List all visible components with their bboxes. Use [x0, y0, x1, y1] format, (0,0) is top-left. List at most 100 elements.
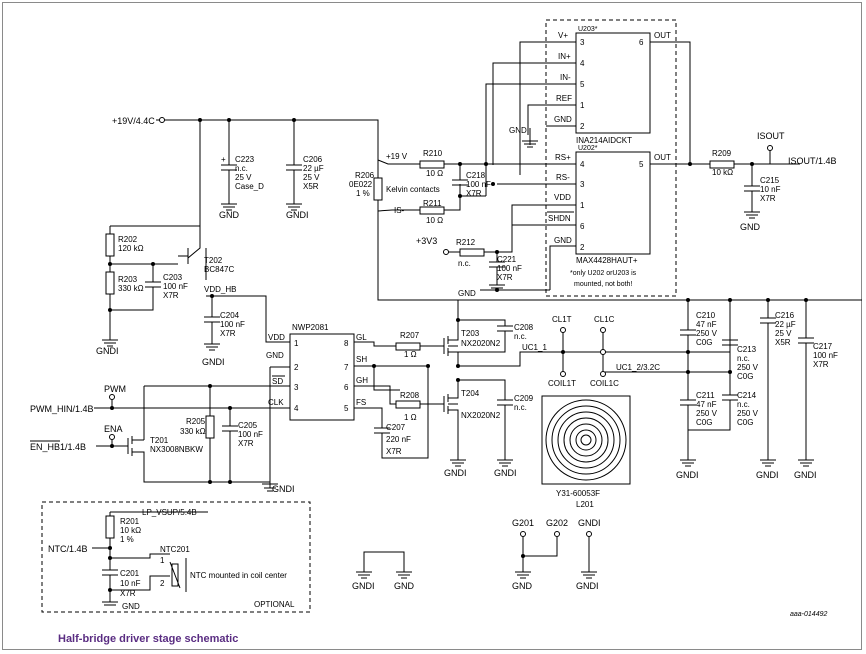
- c206-value: 22 µF: [303, 164, 324, 173]
- coil-ref: L201: [576, 500, 594, 509]
- t203-part: NX2020N2: [461, 339, 501, 348]
- switch-node: UC1_1 CL1T COIL1T CL1C COIL1C UC1_2/3.2C: [458, 315, 690, 388]
- c223-ref: C223: [235, 155, 255, 164]
- isout-net-label: ISOUT/1.4B: [788, 156, 837, 166]
- c215-gnd-label: GND: [740, 222, 761, 232]
- u202-num-2: 2: [580, 243, 585, 252]
- ntc-note: NTC mounted in coil center: [190, 571, 287, 580]
- r205-ref: R205: [186, 417, 206, 426]
- ntc201-pin1: 1: [160, 556, 165, 565]
- u202-num-6: 6: [580, 222, 585, 231]
- c201-dielectric: X7R: [120, 589, 136, 598]
- c214-dielectric: C0G: [737, 418, 753, 427]
- g201-label: G201: [512, 518, 534, 528]
- r208-ref: R208: [400, 391, 420, 400]
- u203-gnd-symbol: [522, 140, 538, 148]
- c223-gnd-label: GND: [219, 210, 240, 220]
- drv-pin-vdd: VDD: [268, 333, 285, 342]
- c201-ref: C201: [120, 569, 140, 578]
- u202-pin-out: OUT: [654, 153, 671, 162]
- coil1t-label: COIL1T: [548, 379, 576, 388]
- u202-note-line2: mounted, not both!: [574, 281, 632, 288]
- r211-ref: R211: [423, 199, 442, 208]
- v19-rail: +19V/4.4C + C223 n.c. 25 V Case_D GND C2…: [112, 116, 379, 232]
- r209-ref: R209: [712, 149, 732, 158]
- t201-ref: T201: [150, 436, 169, 445]
- u202-pin-rsplus: RS+: [555, 153, 571, 162]
- c203-value: 100 nF: [163, 282, 188, 291]
- t202-part: BC847C: [204, 265, 234, 274]
- link-gndi-left: GNDI: [352, 581, 375, 591]
- c221-ref: C221: [497, 255, 517, 264]
- t203-ref: T203: [461, 329, 480, 338]
- current-sense-wiring: [485, 41, 710, 290]
- c206-ref: C206: [303, 155, 323, 164]
- u203-num-1: 1: [580, 101, 585, 110]
- rs-filter: R210 10 Ω R211 10 Ω C218 100 nF X7R: [419, 149, 536, 225]
- c223-case: Case_D: [235, 182, 264, 191]
- c209-value: n.c.: [514, 403, 527, 412]
- u202-num-4: 4: [580, 160, 585, 169]
- drv-num-6: 6: [344, 383, 349, 392]
- drv-num-3: 3: [294, 383, 299, 392]
- r202-ref: R202: [118, 235, 138, 244]
- c217-ref: C217: [813, 342, 833, 351]
- u202-pin-vdd: VDD: [554, 193, 571, 202]
- c214-voltage: 250 V: [737, 409, 759, 418]
- u202-pin-gnd: GND: [554, 236, 572, 245]
- c223-polarity: +: [221, 155, 226, 164]
- u202-num-1: 1: [580, 201, 585, 210]
- optional-ntc-section: OPTIONAL LP_VSUP/5.4B R201 10 kΩ 1 % NTC…: [41, 501, 311, 613]
- input-section: PWM PWM_HIN/1.4B R205 330 kΩ C205 100 nF…: [30, 384, 290, 484]
- uc1-1-label: UC1_1: [522, 343, 547, 352]
- c213-voltage: 250 V: [737, 363, 759, 372]
- drv-num-8: 8: [344, 339, 349, 348]
- bulk-caps: C216 22 µF 25 V X5R GNDI C217 100 nF X7R…: [756, 298, 838, 480]
- r201-ref: R201: [120, 517, 140, 526]
- drv-num-2: 2: [294, 363, 299, 372]
- c217-gndi-label: GNDI: [794, 470, 817, 480]
- drv-num-7: 7: [344, 363, 349, 372]
- ntc201-ref: NTC201: [160, 545, 190, 554]
- v3v3-label: +3V3: [416, 236, 437, 246]
- c210-ref: C210: [696, 311, 716, 320]
- ntc201-pin2: 2: [160, 579, 165, 588]
- c215-ref: C215: [760, 176, 780, 185]
- r209-value: 10 kΩ: [712, 168, 733, 177]
- r212-value: n.c.: [458, 259, 471, 268]
- c210-dielectric: C0G: [696, 338, 712, 347]
- c214-ref: C214: [737, 391, 757, 400]
- drv-num-1: 1: [294, 339, 299, 348]
- r203-value: 330 kΩ: [118, 284, 144, 293]
- t204-part: NX2020N2: [461, 411, 501, 420]
- c218-dielectric: X7R: [466, 189, 482, 198]
- r205-value: 330 kΩ: [180, 427, 206, 436]
- r202-value: 120 kΩ: [118, 244, 144, 253]
- c216-ref: C216: [775, 311, 795, 320]
- c211-voltage: 250 V: [696, 409, 718, 418]
- c221-gnd-label: GND: [458, 289, 476, 298]
- r201-tolerance: 1 %: [120, 535, 134, 544]
- r203-ref: R203: [118, 275, 138, 284]
- ena-label: ENA: [104, 424, 123, 434]
- en-hb-label: EN_HB1/1.4B: [30, 442, 86, 452]
- drv-pin-fs: FS: [356, 398, 366, 407]
- r210-ref: R210: [423, 149, 443, 158]
- link-gnd-right: GND: [394, 581, 415, 591]
- gate-drive: R207 1 Ω R208 1 Ω C207 220 nF X7R: [354, 331, 444, 459]
- u203-pin-out: OUT: [654, 31, 671, 40]
- c218-value: 100 nF: [466, 180, 491, 189]
- c211-ref: C211: [696, 391, 715, 400]
- coil-part: Y31-60053F: [556, 489, 600, 498]
- u202-note-line1: *only U202 orU203 is: [570, 270, 637, 277]
- u203-pin-ref: REF: [556, 94, 572, 103]
- cl1t-label: CL1T: [552, 315, 572, 324]
- r206-shunt: R206 0E022 1 % Kelvin contacts +19 V IS-: [349, 152, 862, 301]
- u202-num-3: 3: [580, 180, 585, 189]
- c203-dielectric: X7R: [163, 291, 179, 300]
- drv-pin-gl: GL: [356, 333, 367, 342]
- r206-tolerance: 1 %: [356, 189, 370, 198]
- c201-value: 10 nF: [120, 579, 141, 588]
